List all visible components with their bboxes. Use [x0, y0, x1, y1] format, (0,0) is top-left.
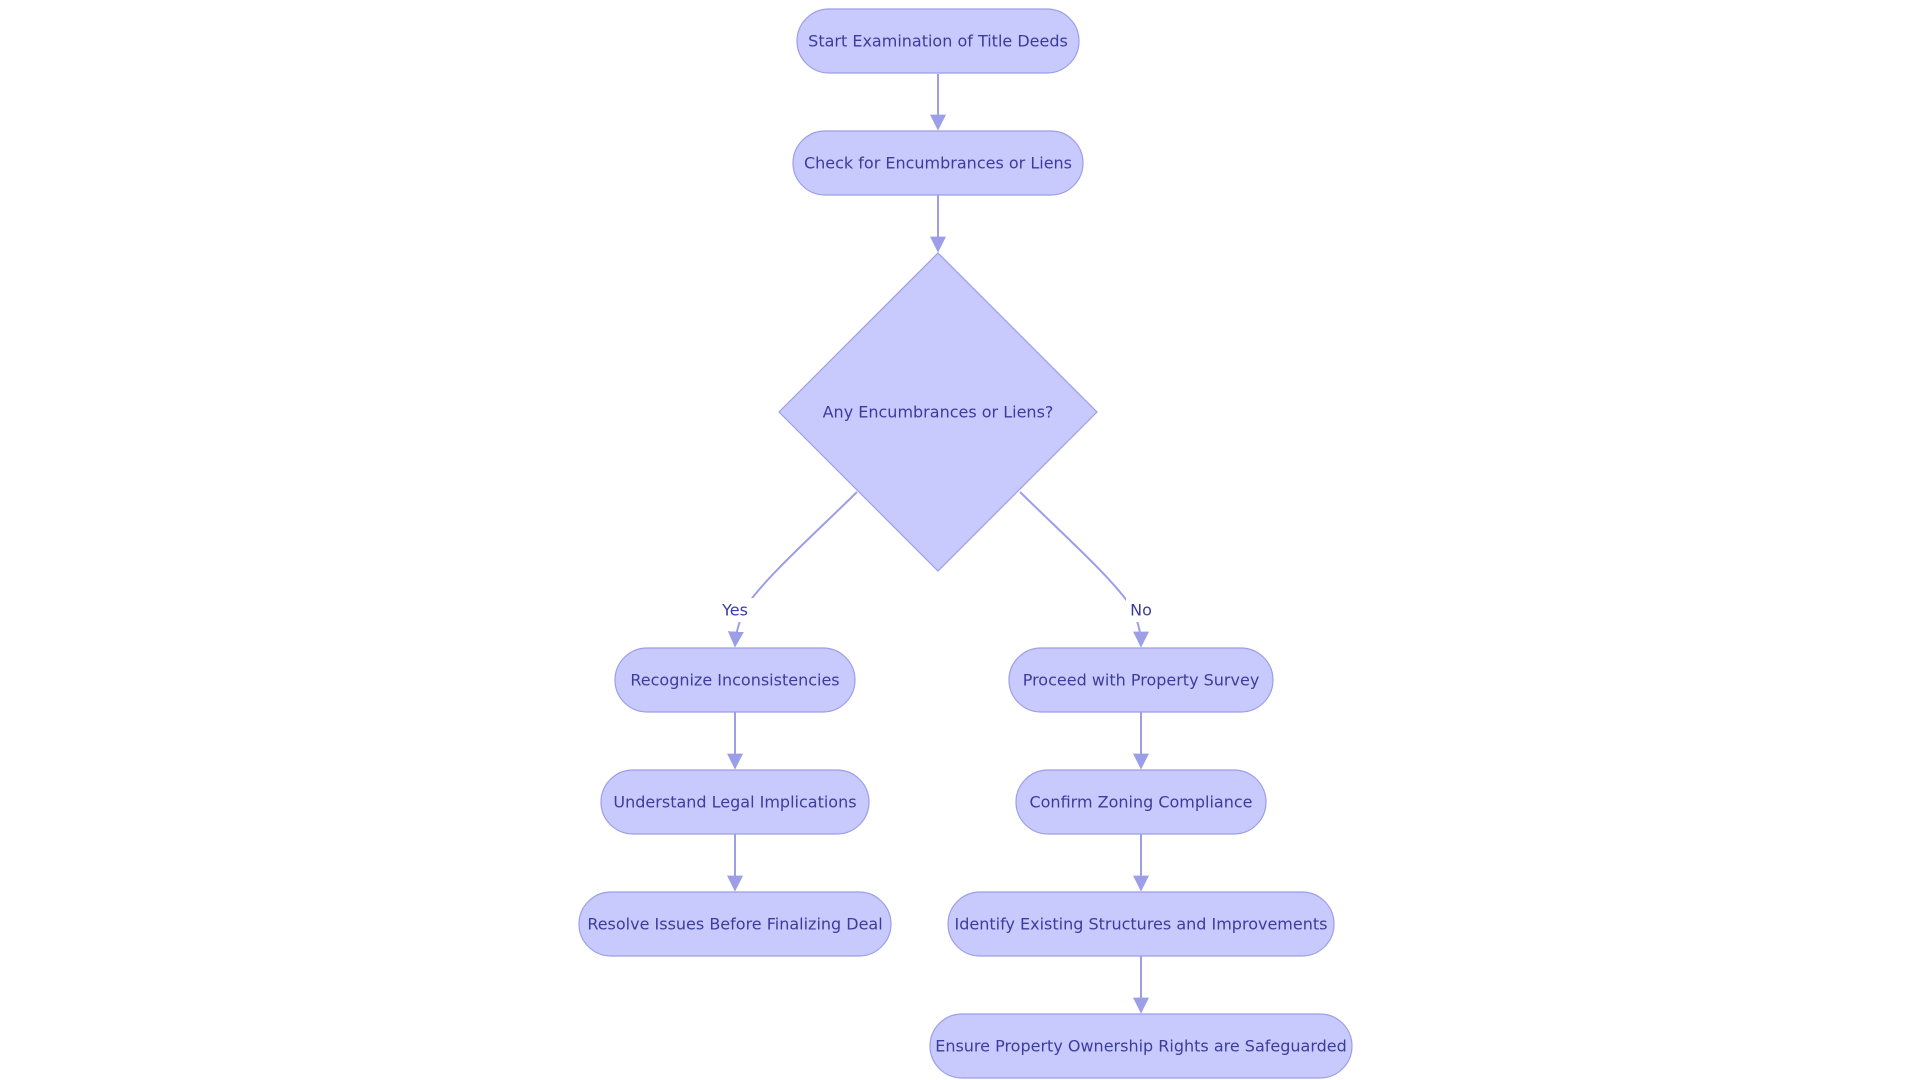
node-check[interactable]: Check for Encumbrances or Liens [792, 130, 1084, 196]
node-resolve-label: Resolve Issues Before Finalizing Deal [587, 915, 882, 934]
node-survey[interactable]: Proceed with Property Survey [1008, 647, 1274, 713]
edge-label-yes: Yes [721, 601, 748, 620]
edge-label-yes-bg [716, 598, 754, 622]
node-start-shape [796, 8, 1080, 74]
nodes: Start Examination of Title Deeds Check f… [578, 8, 1353, 1079]
node-recognize[interactable]: Recognize Inconsistencies [614, 647, 856, 713]
node-survey-shape [1008, 647, 1274, 713]
edge-decision-to-recognize [727, 491, 858, 648]
node-structures[interactable]: Identify Existing Structures and Improve… [947, 891, 1335, 957]
node-understand-label: Understand Legal Implications [613, 793, 856, 812]
node-start[interactable]: Start Examination of Title Deeds [796, 8, 1080, 74]
node-check-label: Check for Encumbrances or Liens [804, 154, 1072, 173]
node-safeguard-label: Ensure Property Ownership Rights are Saf… [935, 1037, 1347, 1056]
node-understand-shape [600, 769, 870, 835]
node-start-label: Start Examination of Title Deeds [808, 32, 1068, 51]
node-structures-label: Identify Existing Structures and Improve… [955, 915, 1328, 934]
node-resolve[interactable]: Resolve Issues Before Finalizing Deal [578, 891, 892, 957]
node-decision-label: Any Encumbrances or Liens? [823, 403, 1054, 422]
node-zoning-shape [1015, 769, 1267, 835]
node-recognize-shape [614, 647, 856, 713]
node-decision[interactable]: Any Encumbrances or Liens? [778, 252, 1098, 572]
node-resolve-shape [578, 891, 892, 957]
node-zoning[interactable]: Confirm Zoning Compliance [1015, 769, 1267, 835]
node-understand[interactable]: Understand Legal Implications [600, 769, 870, 835]
node-zoning-label: Confirm Zoning Compliance [1029, 793, 1252, 812]
node-check-shape [792, 130, 1084, 196]
edge-decision-to-survey [1019, 491, 1149, 648]
node-recognize-label: Recognize Inconsistencies [630, 671, 839, 690]
node-structures-shape [947, 891, 1335, 957]
node-safeguard-shape [929, 1013, 1353, 1079]
edge-label-no-bg [1126, 598, 1156, 622]
node-safeguard[interactable]: Ensure Property Ownership Rights are Saf… [929, 1013, 1353, 1079]
node-survey-label: Proceed with Property Survey [1023, 671, 1260, 690]
node-decision-shape [778, 252, 1098, 572]
edge-label-no: No [1130, 601, 1152, 620]
edges: Yes No [716, 74, 1156, 1014]
